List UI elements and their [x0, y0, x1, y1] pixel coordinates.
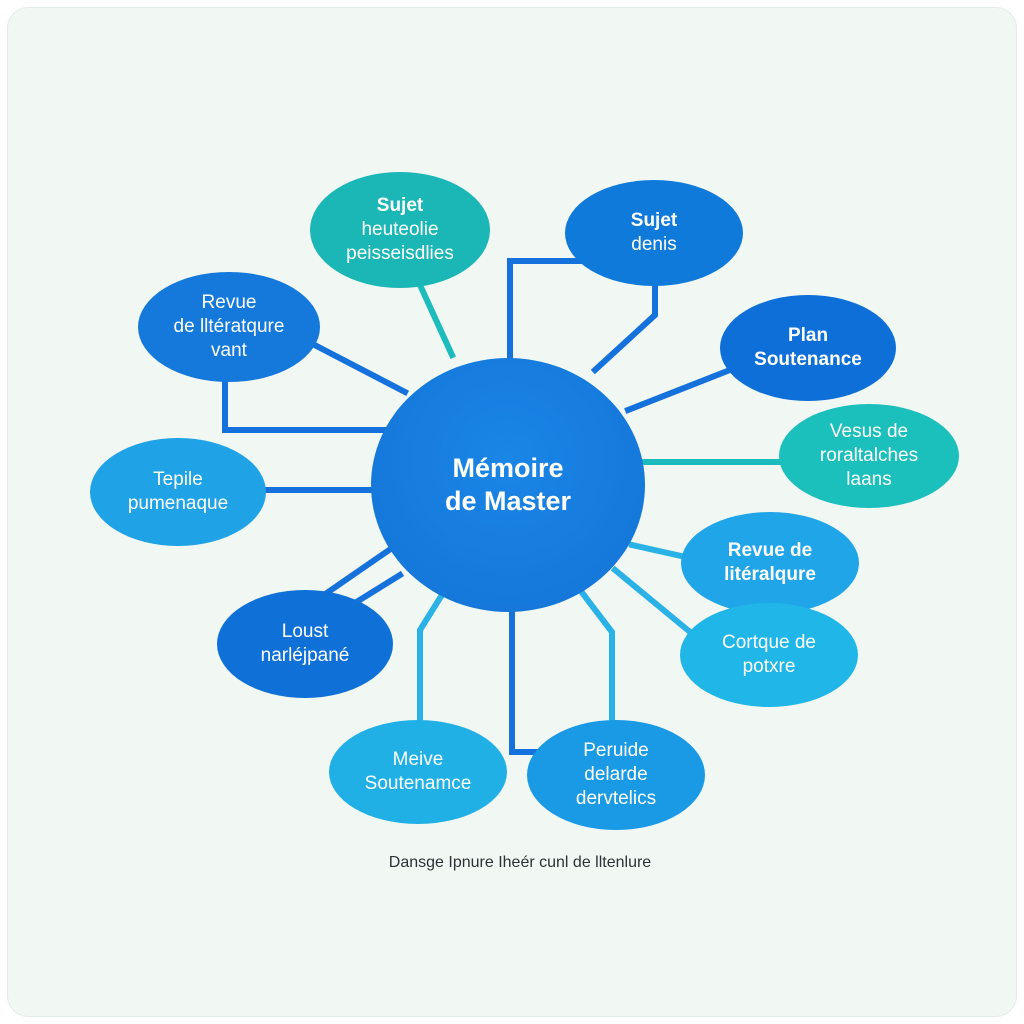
link-meive [417, 585, 450, 728]
node-label-line: Loust [281, 621, 329, 642]
node-label-line: Sujet [376, 195, 424, 216]
link-cortque [610, 565, 695, 637]
node-label-line: Meive [392, 749, 444, 770]
node-loust[interactable]: Loust narléjpané [217, 590, 393, 698]
node-revue-litterature-left[interactable]: Revue de lltératqure vant [138, 272, 320, 382]
link-sujet-denis [507, 258, 588, 363]
node-label-line: pumenaque [127, 493, 229, 514]
node-label-line: potxre [742, 656, 796, 677]
node-label-line: Revue de [727, 540, 813, 561]
node-label-line: roraltalches [819, 445, 919, 466]
node-sujet-teal[interactable]: Sujet heuteolie peisseisdlies [310, 172, 490, 288]
center-node-memoire-de-master[interactable]: Mémoire de Master [371, 358, 645, 612]
node-revue-litterature-right[interactable]: Revue de litéralqure [681, 512, 859, 614]
node-label-line: laans [846, 469, 892, 490]
node-peruide[interactable]: Peruide delarde dervtelics [527, 720, 705, 830]
center-node-line-2: de Master [444, 486, 572, 516]
link-sujet-teal [416, 281, 456, 359]
node-label-line: denis [631, 234, 677, 255]
link-sujet-denis-2 [590, 282, 658, 375]
node-tepile-pumenaque[interactable]: Tepile pumenaque [90, 438, 266, 546]
link-revue-left-2 [222, 372, 388, 433]
node-vesus-de[interactable]: Vesus de roraltalches laans [779, 404, 959, 508]
node-label-line: Tepile [153, 469, 203, 490]
node-label-line: delarde [584, 764, 648, 785]
node-label-line: litéralqure [724, 564, 816, 585]
node-label-line: narléjpané [260, 645, 350, 666]
node-label-line: Revue [201, 292, 257, 313]
link-revue-left [300, 335, 410, 397]
diagram-caption: Dansge Ipnure Iheér cunl de lltenlure [388, 854, 652, 871]
node-plan-soutenance[interactable]: Plan Soutenance [720, 295, 896, 401]
link-plan [624, 364, 739, 414]
node-label-line: vant [211, 340, 247, 361]
node-label-line: Sujet [630, 210, 678, 231]
center-node-line-1: Mémoire [452, 453, 564, 483]
node-label-line: Soutenance [754, 349, 862, 370]
link-peruide [509, 607, 543, 755]
node-meive-soutenance[interactable]: Meive Soutenamce [329, 720, 507, 824]
node-label-line: Plan [787, 325, 829, 346]
node-label-line: de lltératqure [173, 316, 285, 337]
node-label-line: Soutenamce [364, 773, 472, 794]
link-revue-right [628, 541, 694, 562]
node-sujet-denis[interactable]: Sujet denis [565, 180, 743, 286]
node-cortque-de[interactable]: Cortque de potxre [680, 603, 858, 707]
node-label-line: Cortque de [721, 632, 816, 653]
node-label-line: dervtelics [575, 788, 657, 809]
node-label-line: heuteolie [361, 219, 439, 240]
node-label-line: Peruide [583, 740, 649, 761]
link-peruide-2 [575, 585, 615, 728]
node-label-line: Vesus de [829, 421, 909, 442]
node-label-line: peisseisdlies [346, 243, 454, 264]
